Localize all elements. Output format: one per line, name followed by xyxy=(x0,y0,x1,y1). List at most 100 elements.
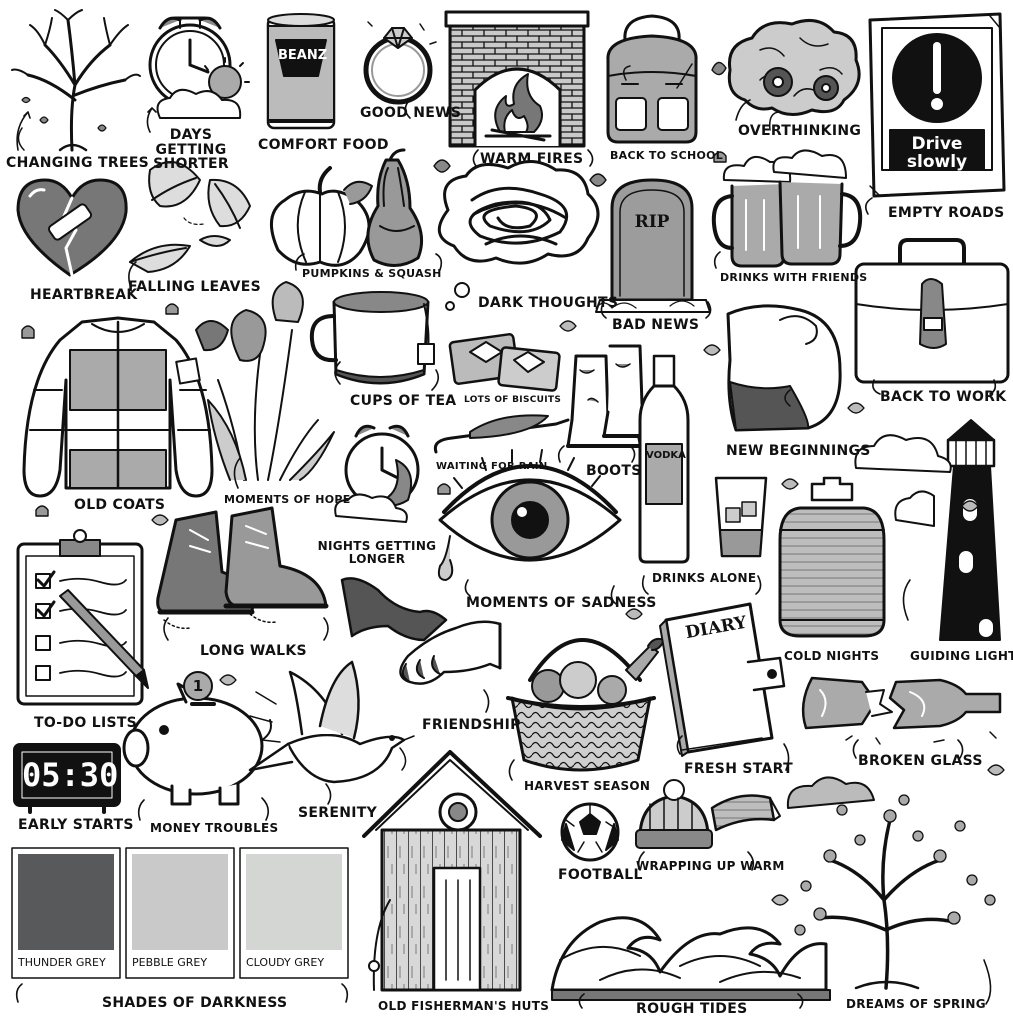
label-drinks-with-friends: DRINKS WITH FRIENDS xyxy=(720,271,868,284)
clipboard-checklist-icon xyxy=(16,529,149,706)
alarm-clock-moon-icon xyxy=(334,424,420,523)
label-football: FOOTBALL xyxy=(558,867,643,883)
bare-tree-icon xyxy=(11,9,141,152)
label-warm-fires: WARM FIRES xyxy=(480,151,584,167)
label-money-troubles: MONEY TROUBLES xyxy=(150,821,279,835)
pointer-arrows xyxy=(15,99,997,1009)
label-good-news: GOOD NEWS xyxy=(360,105,462,121)
label-heartbreak: HEARTBREAK xyxy=(30,287,138,303)
label-shades-of-darkness: SHADES OF DARKNESS xyxy=(102,995,288,1011)
broken-bottle-icon xyxy=(801,676,1002,745)
vodka-label-text: VODKA xyxy=(646,450,686,461)
road-sign-text-line2: slowly xyxy=(906,152,968,172)
label-nights-getting-longer: NIGHTS GETTING LONGER xyxy=(317,539,437,566)
label-friendship: FRIENDSHIP xyxy=(422,717,521,733)
label-moments-of-hope: MOMENTS OF HOPE xyxy=(224,493,351,506)
football-icon xyxy=(560,802,620,862)
brain-gears-icon xyxy=(727,18,861,131)
tea-mug-icon xyxy=(309,291,435,385)
label-new-beginnings: NEW BEGINNINGS xyxy=(726,443,871,459)
dark-thought-cloud-icon xyxy=(437,160,600,311)
label-back-to-school: BACK TO SCHOOL xyxy=(610,149,724,162)
lighthouse-icon xyxy=(854,419,1001,641)
road-sign-icon xyxy=(868,12,1006,198)
blossom-tree-icon xyxy=(786,776,996,990)
label-changing-trees: CHANGING TREES xyxy=(6,155,150,171)
swatch-label-pebble-grey: PEBBLE GREY xyxy=(132,956,208,969)
swatch-label-thunder-grey: THUNDER GREY xyxy=(18,956,106,969)
label-early-starts: EARLY STARTS xyxy=(18,817,134,833)
label-days-getting-shorter: DAYS GETTING SHORTER xyxy=(153,127,229,173)
vodka-bottle-icon xyxy=(638,354,768,564)
label-rough-tides: ROUGH TIDES xyxy=(636,1001,748,1017)
label-back-to-work: BACK TO WORK xyxy=(880,389,1007,405)
label-broken-glass: BROKEN GLASS xyxy=(858,753,983,769)
broken-heart-icon xyxy=(16,178,128,277)
label-waiting-for-rain: WAITING FOR RAIN xyxy=(436,461,548,472)
gravestone-icon xyxy=(595,178,711,313)
bean-can-icon xyxy=(266,13,336,130)
label-falling-leaves: FALLING LEAVES xyxy=(128,279,261,295)
fireplace-icon xyxy=(444,10,590,148)
label-empty-roads: EMPTY ROADS xyxy=(888,205,1005,221)
gravestone-text: RIP xyxy=(634,212,670,232)
label-overthinking: OVERTHINKING xyxy=(738,123,862,139)
crying-eye-icon xyxy=(437,449,622,581)
hiking-boots-icon xyxy=(156,506,329,630)
diamond-ring-icon xyxy=(363,21,437,105)
label-cold-nights: COLD NIGHTS xyxy=(784,649,880,663)
holding-hands-icon xyxy=(340,577,502,685)
rough-waves-icon xyxy=(550,916,831,1001)
swatch-label-cloudy-grey: CLOUDY GREY xyxy=(246,956,325,969)
label-old-coats: OLD COATS xyxy=(74,497,166,513)
label-lots-of-biscuits: LOTS OF BISCUITS xyxy=(464,395,562,405)
digital-clock-display: 05:30 xyxy=(22,756,119,794)
bean-can-text: BEANZ xyxy=(278,48,328,63)
bobble-hat-scarf-icon xyxy=(635,779,781,849)
label-old-fishermans-huts: OLD FISHERMAN'S HUTS xyxy=(378,999,550,1013)
label-serenity: SERENITY xyxy=(298,805,378,821)
label-pumpkins-squash: PUMPKINS & SQUASH xyxy=(302,267,442,280)
backpack-icon xyxy=(606,14,698,144)
puffer-jacket-icon xyxy=(22,316,214,498)
label-dreams-of-spring: DREAMS OF SPRING xyxy=(846,997,986,1011)
label-fresh-start: FRESH START xyxy=(684,761,793,777)
diary-book-icon xyxy=(659,602,786,757)
label-bad-news: BAD NEWS xyxy=(612,317,700,333)
label-drinks-alone: DRINKS ALONE xyxy=(652,571,757,585)
coin-number: 1 xyxy=(192,677,204,695)
hot-water-bottle-icon xyxy=(778,476,886,638)
pumpkin-squash-icon xyxy=(269,148,424,267)
label-moments-of-sadness: MOMENTS OF SADNESS xyxy=(466,595,657,611)
label-long-walks: LONG WALKS xyxy=(200,643,307,659)
colour-swatch-cards xyxy=(11,847,349,979)
crocus-flowers-icon xyxy=(195,281,335,481)
label-wrapping-up-warm: WRAPPING UP WARM xyxy=(636,859,785,873)
harvest-basket-icon xyxy=(506,637,665,772)
digital-clock-icon xyxy=(13,743,121,814)
alarm-clock-sun-icon xyxy=(148,16,250,119)
label-to-do-lists: TO-DO LISTS xyxy=(34,715,138,731)
dove-icon xyxy=(248,660,415,784)
label-dark-thoughts: DARK THOUGHTS xyxy=(478,295,619,311)
swatch-cloudy-grey xyxy=(246,854,342,950)
beer-mugs-icon xyxy=(711,149,863,268)
label-cups-of-tea: CUPS OF TEA xyxy=(350,393,457,409)
folded-umbrella-icon xyxy=(433,414,570,454)
swatch-pebble-grey xyxy=(132,854,228,950)
swatch-thunder-grey xyxy=(18,854,114,950)
fisherman-hut-icon xyxy=(362,750,542,992)
label-comfort-food: COMFORT FOOD xyxy=(258,137,389,153)
falling-leaves-icon xyxy=(129,161,251,273)
piggy-bank-icon xyxy=(122,671,272,806)
pregnant-belly-icon xyxy=(726,304,842,432)
label-guiding-lights: GUIDING LIGHTS xyxy=(910,649,1013,663)
decorative-doodles xyxy=(21,61,1005,906)
briefcase-icon xyxy=(854,238,1010,384)
biscuits-icon xyxy=(448,333,561,392)
road-sign-text-line1: Drive xyxy=(911,134,963,154)
label-boots: BOOTS xyxy=(586,463,642,479)
label-harvest-season: HARVEST SEASON xyxy=(524,779,651,793)
